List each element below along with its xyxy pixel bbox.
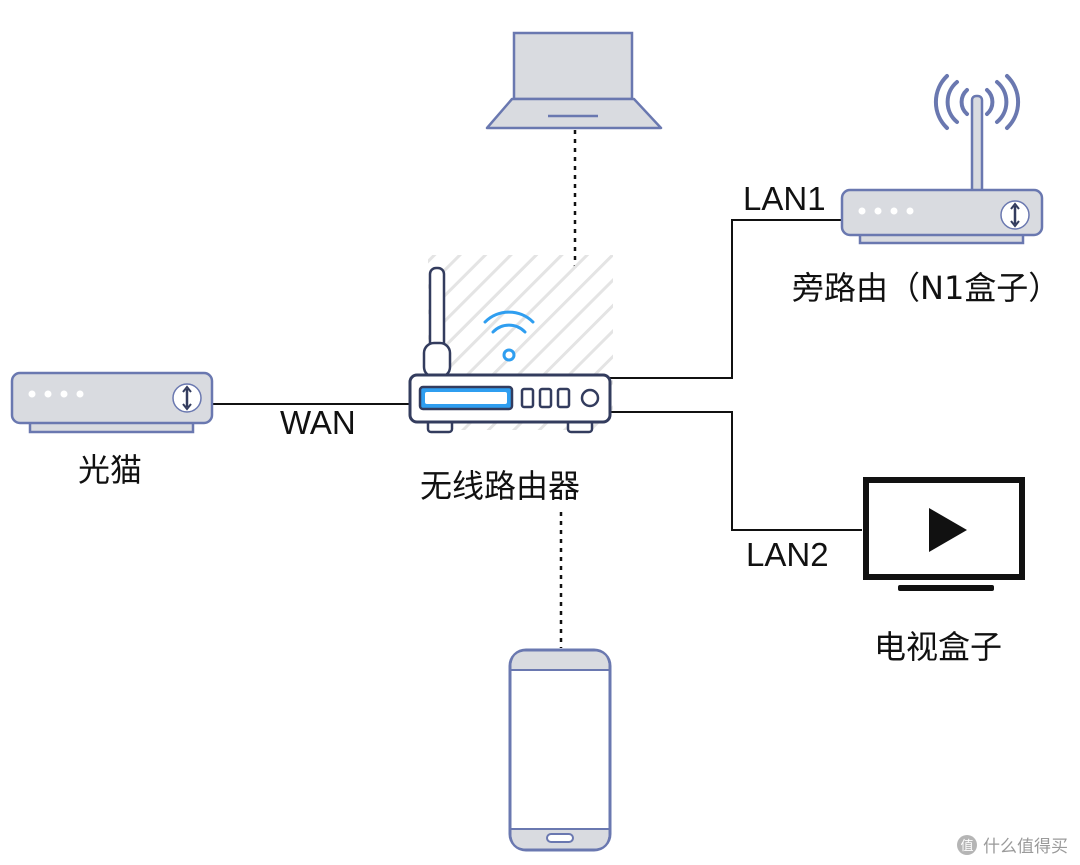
modem-label: 光猫	[78, 451, 143, 489]
lan2-port-label: LAN2	[746, 536, 829, 573]
watermark-logo-icon: 值	[957, 834, 977, 855]
tv-icon	[863, 477, 1025, 591]
wireless-router-label: 无线路由器	[420, 467, 581, 505]
connections	[213, 130, 862, 648]
watermark: 值 什么值得买	[957, 832, 1068, 857]
wifi-icon	[483, 310, 535, 362]
lan2-link	[610, 411, 862, 531]
phone-icon	[508, 648, 612, 852]
wireless-router-icon	[408, 255, 613, 434]
side-router-label: 旁路由（N1盒子）	[792, 269, 1061, 307]
tv-box-label: 电视盒子	[874, 628, 1003, 666]
signal-waves-icon	[933, 74, 1021, 130]
play-icon	[929, 508, 967, 552]
modem-icon	[10, 371, 214, 434]
watermark-text: 什么值得买	[983, 837, 1068, 857]
lan1-link	[610, 219, 842, 379]
laptop-icon	[485, 31, 663, 130]
wan-port-label: WAN	[280, 404, 356, 441]
lan1-port-label: LAN1	[743, 180, 826, 217]
side-router-icon	[840, 74, 1044, 245]
